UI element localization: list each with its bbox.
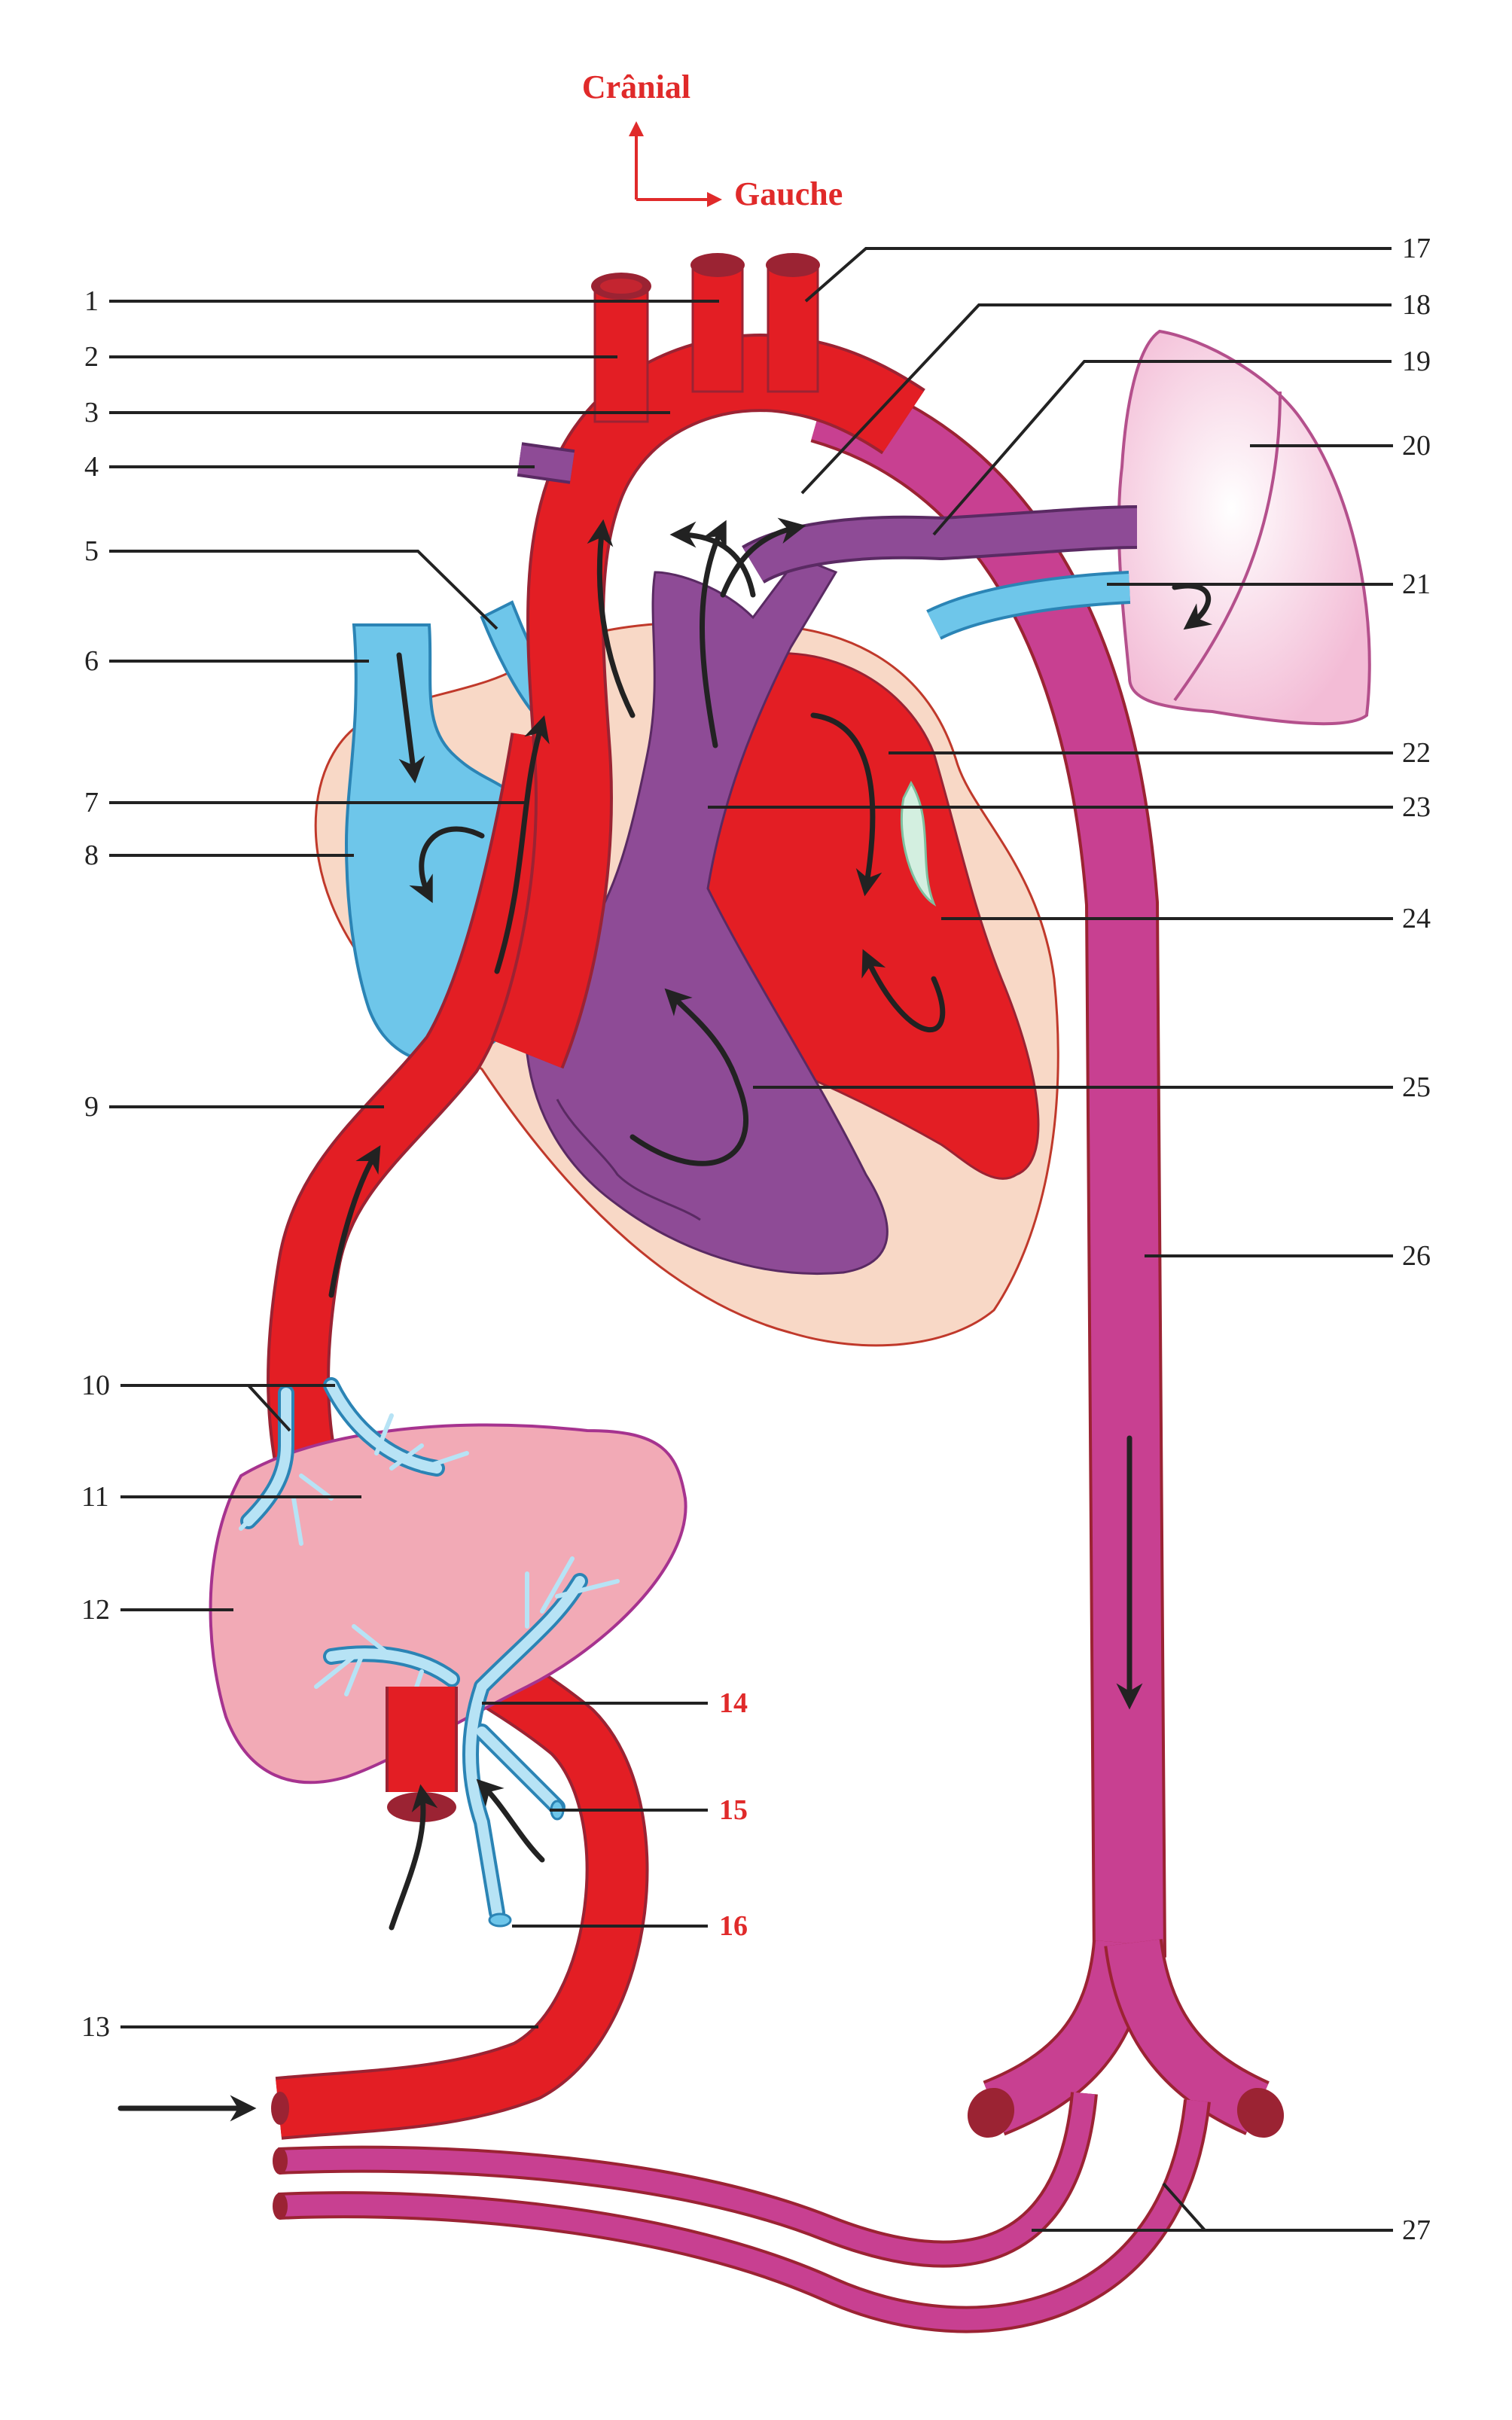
- mitral-valve: [900, 780, 937, 907]
- number-labels: 1 2 3 4 5 6 7 8 9 10 11 12 13 14 15 16 1…: [81, 233, 1431, 2246]
- label-1: 1: [84, 285, 99, 317]
- label-19: 19: [1402, 346, 1431, 377]
- label-9: 9: [84, 1091, 99, 1123]
- label-21: 21: [1402, 568, 1431, 600]
- label-16: 16: [719, 1910, 748, 1942]
- label-26: 26: [1402, 1240, 1431, 1272]
- orientation-indicator: Crânial Gauche: [582, 69, 843, 212]
- label-8: 8: [84, 840, 99, 871]
- leader-lines: [109, 247, 1393, 2232]
- label-7: 7: [84, 787, 99, 818]
- label-20: 20: [1402, 430, 1431, 462]
- label-18: 18: [1402, 289, 1431, 321]
- umbilical-arteries: [273, 2092, 1211, 2333]
- label-2: 2: [84, 341, 99, 373]
- label-10: 10: [81, 1370, 110, 1401]
- label-12: 12: [81, 1594, 110, 1626]
- left-lung: [1117, 329, 1371, 726]
- hepatic-vessels: [239, 1377, 620, 1928]
- flow-arrows: [117, 517, 1213, 2122]
- label-27: 27: [1402, 2214, 1431, 2246]
- label-25: 25: [1402, 1071, 1431, 1103]
- left-label: Gauche: [734, 175, 843, 212]
- label-22: 22: [1402, 737, 1431, 769]
- pulmonary-vein-stub: [517, 442, 575, 484]
- label-5: 5: [84, 535, 99, 567]
- cranial-label: Crânial: [582, 69, 690, 105]
- label-4: 4: [84, 451, 99, 483]
- label-13: 13: [81, 2011, 110, 2043]
- label-14: 14: [719, 1687, 748, 1719]
- aortic-arch: [490, 253, 925, 1069]
- label-3: 3: [84, 397, 99, 428]
- label-23: 23: [1402, 791, 1431, 823]
- pulmonary-vein: [926, 571, 1131, 640]
- label-6: 6: [84, 645, 99, 677]
- label-24: 24: [1402, 903, 1431, 934]
- label-11: 11: [81, 1481, 109, 1513]
- label-15: 15: [719, 1794, 748, 1826]
- pulmonary-trunk: [742, 505, 1138, 584]
- liver: [209, 1423, 687, 1785]
- label-17: 17: [1402, 233, 1431, 264]
- right-ventricle: [524, 556, 889, 1276]
